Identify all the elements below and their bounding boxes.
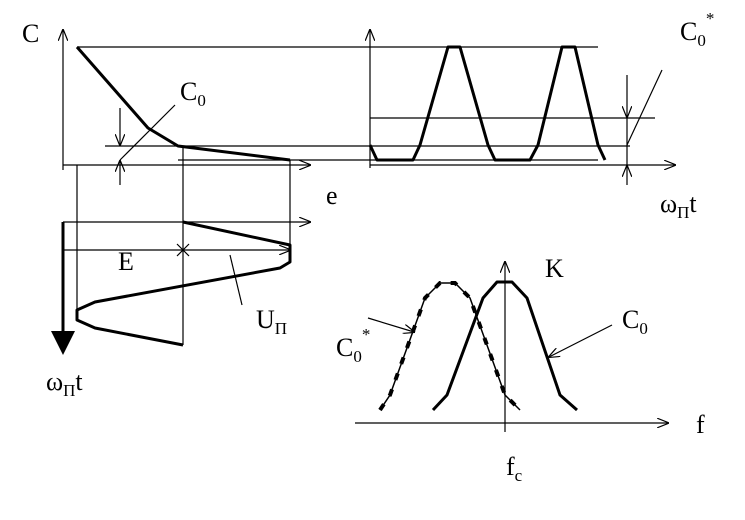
c-curve [75, 46, 291, 162]
k-vs-f-plot [355, 262, 668, 432]
label-c0-top: C0 [180, 77, 206, 110]
label-c0star-bottom: C0* [336, 325, 370, 366]
label-fc: fc [506, 452, 523, 485]
label-c: C [22, 19, 39, 48]
label-E: E [118, 247, 134, 276]
c0-response-curve [431, 280, 578, 412]
E-marker [176, 243, 190, 257]
label-c0-bottom: C0 [622, 305, 648, 338]
c0-arrow [549, 324, 613, 357]
label-wt-left: ωПt [46, 367, 83, 400]
label-wt-right: ωПt [660, 189, 697, 222]
label-f: f [696, 410, 705, 439]
c-time-waveform [368, 45, 607, 162]
label-k: K [545, 254, 564, 283]
c0-pointer [119, 104, 176, 161]
u-pi-pointer [229, 254, 243, 306]
c0star-pointer [626, 69, 663, 146]
c0star-response-curve [378, 281, 522, 412]
c-vs-e-plot [63, 30, 630, 185]
label-e: e [326, 181, 338, 210]
voltage-vs-time-plot [51, 146, 310, 355]
c-vs-time-plot [370, 30, 675, 185]
c0star-arrow [367, 317, 414, 332]
label-u-pi: UП [256, 305, 287, 338]
label-c0star-top: C0* [680, 9, 714, 50]
